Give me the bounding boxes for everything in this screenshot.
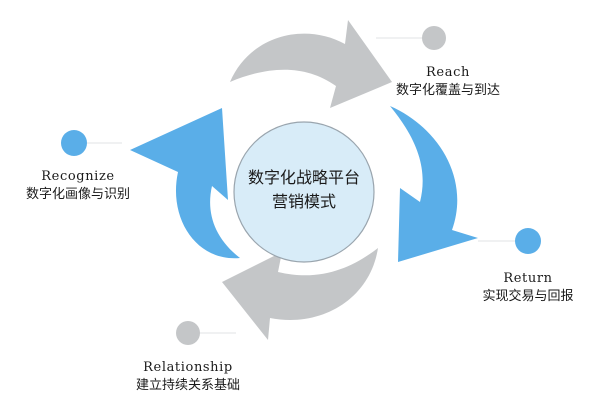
return-label: Return 实现交易与回报 bbox=[458, 270, 598, 306]
relationship-label-zh: 建立持续关系基础 bbox=[135, 378, 240, 393]
center-title: 数字化战略平台 营销模式 bbox=[229, 166, 379, 214]
return-dot bbox=[515, 228, 541, 254]
reach-label-en: Reach bbox=[426, 65, 470, 80]
relationship-label-en: Relationship bbox=[143, 360, 233, 375]
recognize-label: Recognize 数字化画像与识别 bbox=[8, 168, 148, 204]
recognize-label-en: Recognize bbox=[41, 169, 115, 184]
center-title-line1: 数字化战略平台 bbox=[247, 168, 360, 187]
recognize-dot bbox=[61, 130, 87, 156]
reach-dot bbox=[422, 26, 446, 50]
center-circle bbox=[233, 121, 375, 263]
reach-arrow-shape bbox=[230, 20, 392, 108]
reach-label: Reach 数字化覆盖与到达 bbox=[378, 64, 518, 100]
recognize-arrow-shape bbox=[130, 108, 240, 259]
return-arrow-shape bbox=[390, 106, 478, 262]
reach-label-zh: 数字化覆盖与到达 bbox=[395, 83, 500, 98]
relationship-label: Relationship 建立持续关系基础 bbox=[118, 359, 258, 395]
relationship-arrow-shape bbox=[222, 248, 378, 340]
relationship-dot bbox=[176, 321, 200, 345]
center-title-line2: 营销模式 bbox=[271, 192, 336, 211]
return-label-zh: 实现交易与回报 bbox=[482, 289, 574, 304]
recognize-label-zh: 数字化画像与识别 bbox=[25, 187, 130, 202]
return-label-en: Return bbox=[503, 271, 553, 286]
